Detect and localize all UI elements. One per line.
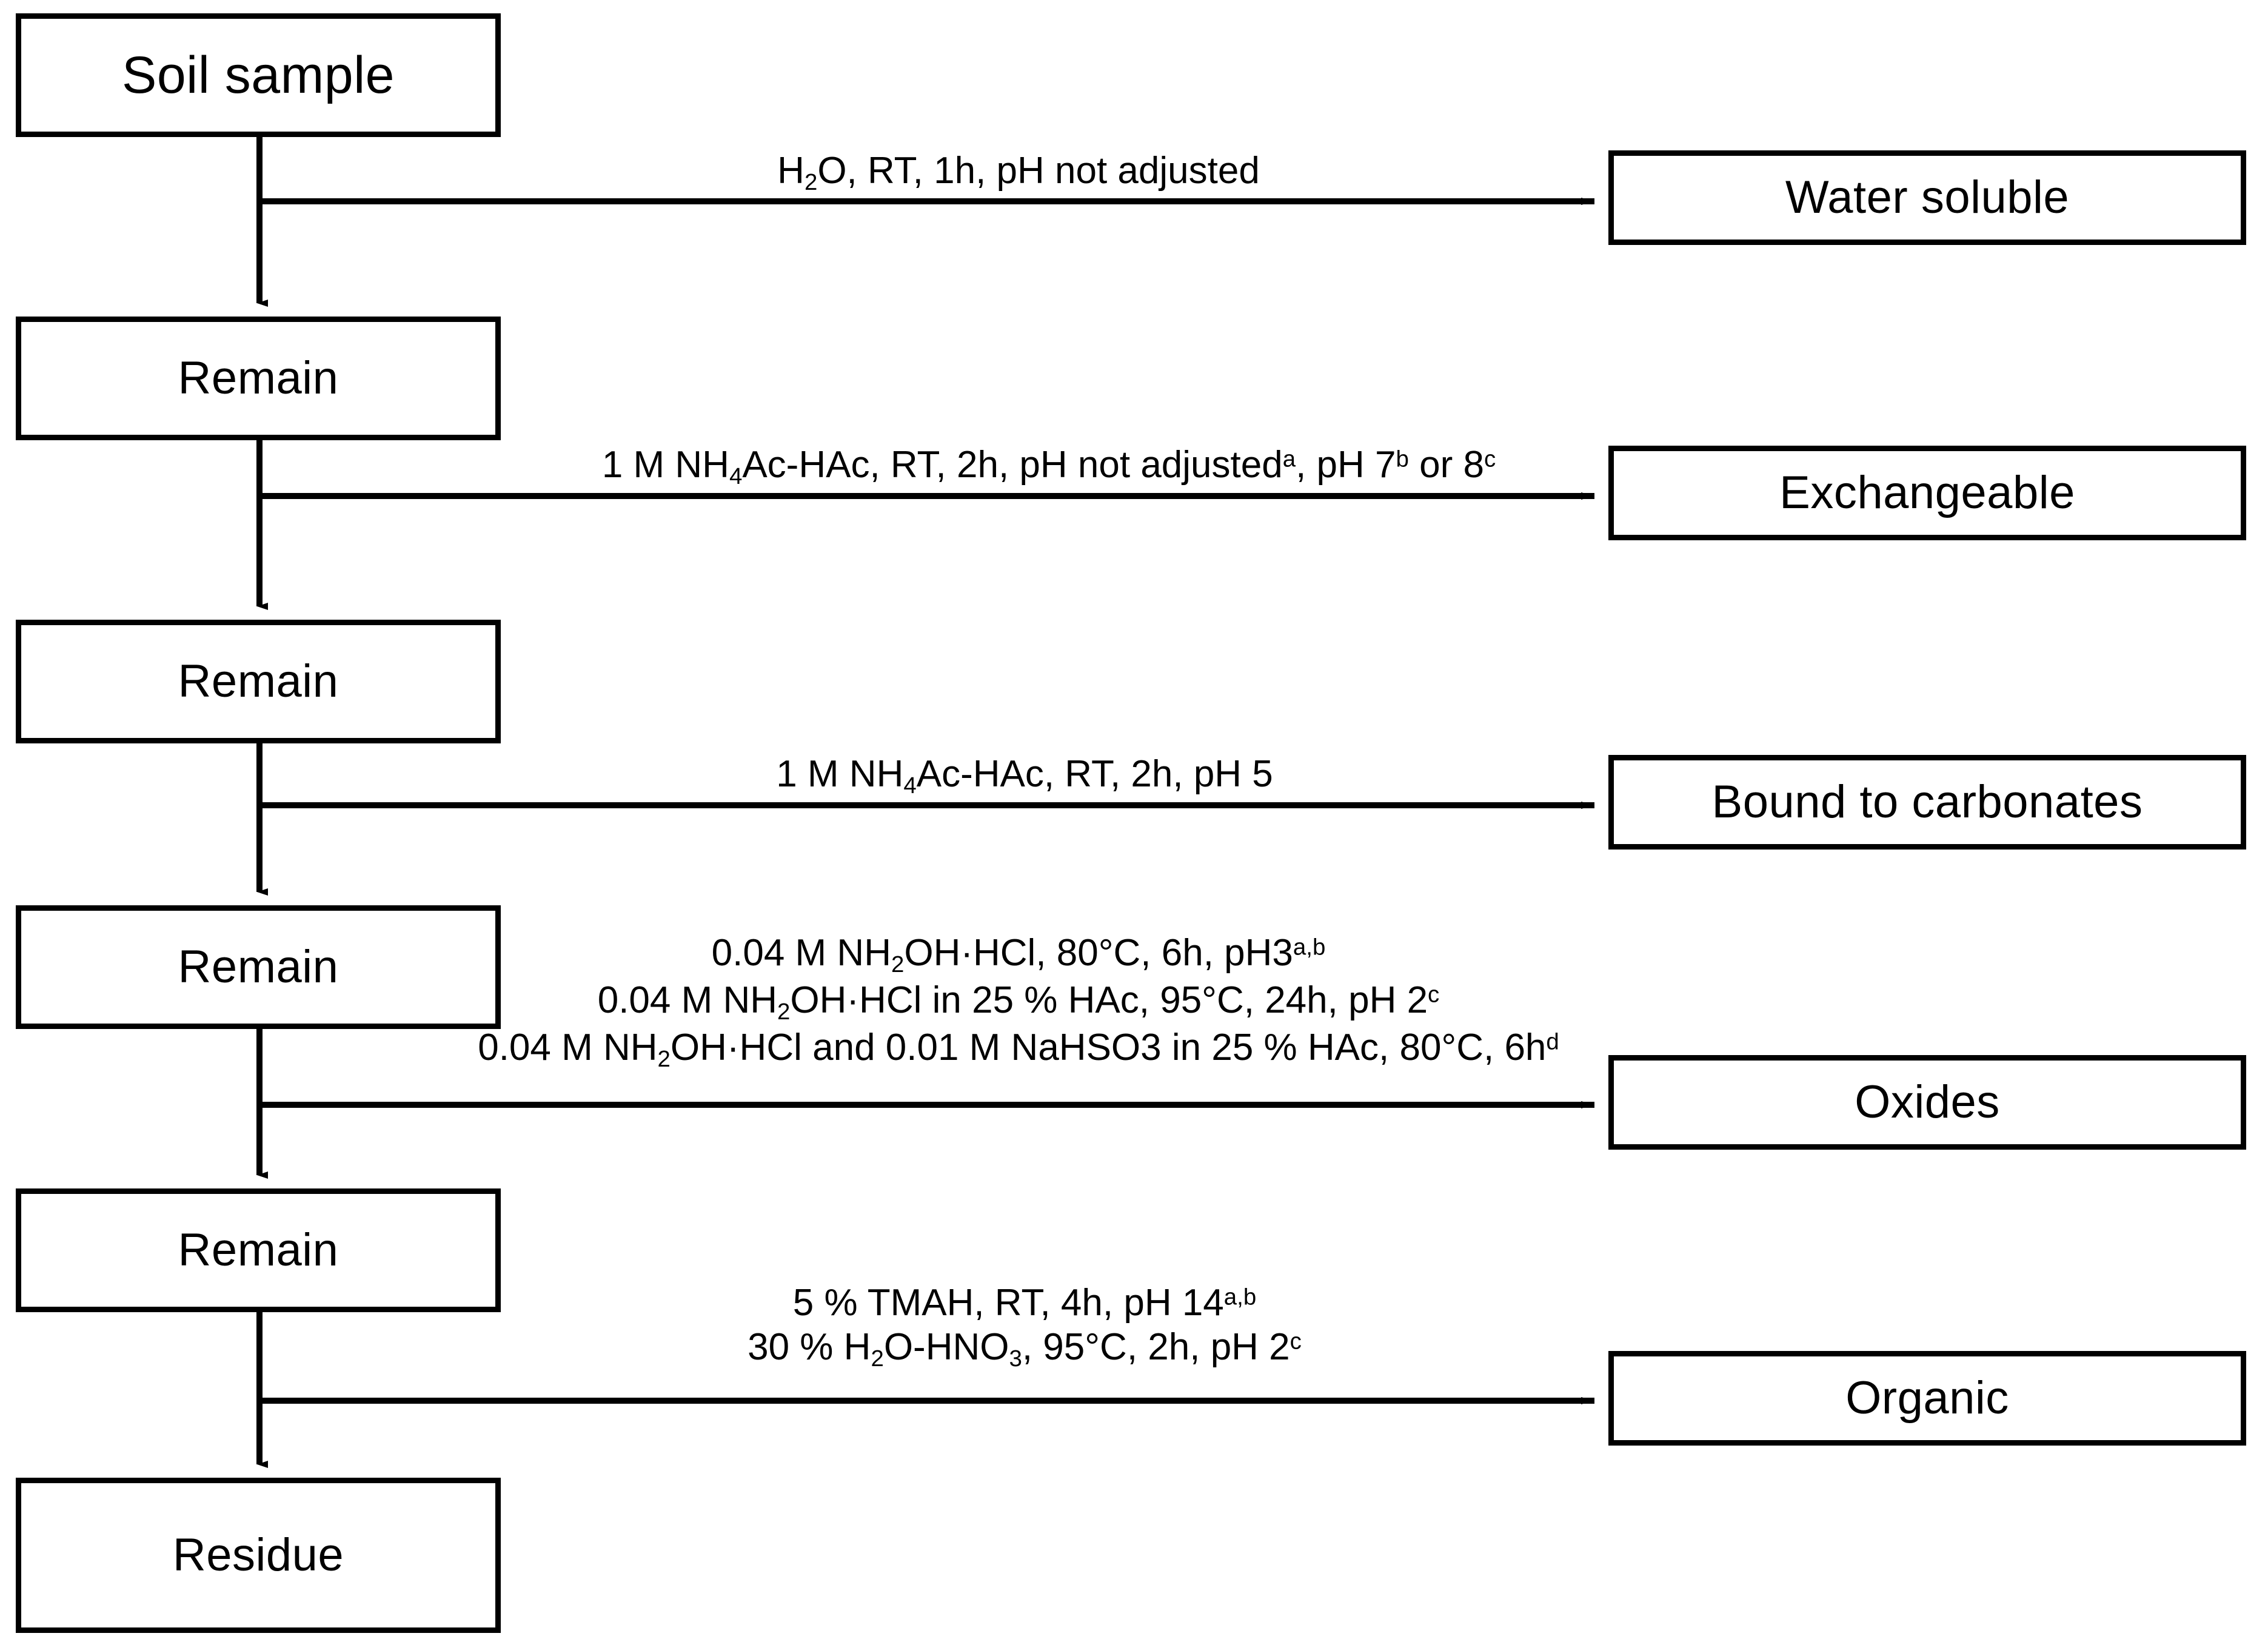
node-organic-label: Organic	[1845, 1372, 2009, 1424]
edge-label-oxides-line-2: 0.04 M NH2OH·HCl in 25 % HAc, 95°C, 24h,…	[597, 979, 1440, 1025]
node-water-soluble[interactable]: Water soluble	[1608, 150, 2246, 245]
node-bound-to-carbonates[interactable]: Bound to carbonates	[1608, 755, 2246, 850]
edge-label-oxides-line-3: 0.04 M NH2OH·HCl and 0.01 M NaHSO3 in 25…	[478, 1027, 1559, 1072]
node-remain-4[interactable]: Remain	[16, 1188, 501, 1312]
node-remain-4-label: Remain	[178, 1224, 339, 1276]
edge-label-oxides: 0.04 M NH2OH·HCl, 80°C, 6h, pH3a,b 0.04 …	[478, 931, 1559, 1073]
node-exchangeable-label: Exchangeable	[1779, 467, 2075, 518]
node-residue[interactable]: Residue	[16, 1478, 501, 1633]
node-organic[interactable]: Organic	[1608, 1351, 2246, 1446]
node-oxides[interactable]: Oxides	[1608, 1055, 2246, 1150]
edge-label-water-soluble: H2O, RT, 1h, pH not adjusted	[777, 149, 1260, 196]
edge-label-organic: 5 % TMAH, RT, 4h, pH 14a,b 30 % H2O-HNO3…	[748, 1281, 1302, 1372]
edge-label-oxides-line-1: 0.04 M NH2OH·HCl, 80°C, 6h, pH3a,b	[711, 932, 1326, 977]
node-remain-2[interactable]: Remain	[16, 620, 501, 743]
node-bound-to-carbonates-label: Bound to carbonates	[1711, 776, 2143, 828]
node-remain-3-label: Remain	[178, 941, 339, 993]
node-soil-sample[interactable]: Soil sample	[16, 13, 501, 137]
node-remain-1[interactable]: Remain	[16, 317, 501, 440]
edge-label-organic-line-2: 30 % H2O-HNO3, 95°C, 2h, pH 2c	[748, 1326, 1302, 1372]
node-remain-1-label: Remain	[178, 352, 339, 404]
node-water-soluble-label: Water soluble	[1785, 172, 2070, 223]
node-soil-sample-label: Soil sample	[121, 46, 395, 104]
node-exchangeable[interactable]: Exchangeable	[1608, 446, 2246, 540]
node-remain-2-label: Remain	[178, 655, 339, 707]
edge-label-organic-line-1: 5 % TMAH, RT, 4h, pH 14a,b	[792, 1282, 1257, 1324]
node-oxides-label: Oxides	[1855, 1076, 2000, 1128]
edge-label-exchangeable: 1 M NH4Ac-HAc, RT, 2h, pH not adjusteda,…	[602, 443, 1496, 490]
node-residue-label: Residue	[172, 1529, 344, 1581]
edge-label-water-soluble-line-1: H2O, RT, 1h, pH not adjusted	[777, 150, 1260, 195]
edge-label-exchangeable-line-1: 1 M NH4Ac-HAc, RT, 2h, pH not adjusteda,…	[601, 444, 1496, 489]
node-remain-3[interactable]: Remain	[16, 905, 501, 1029]
edge-label-carbonates-line-1: 1 M NH4Ac-HAc, RT, 2h, pH 5	[776, 753, 1273, 799]
edge-label-carbonates: 1 M NH4Ac-HAc, RT, 2h, pH 5	[776, 752, 1273, 799]
